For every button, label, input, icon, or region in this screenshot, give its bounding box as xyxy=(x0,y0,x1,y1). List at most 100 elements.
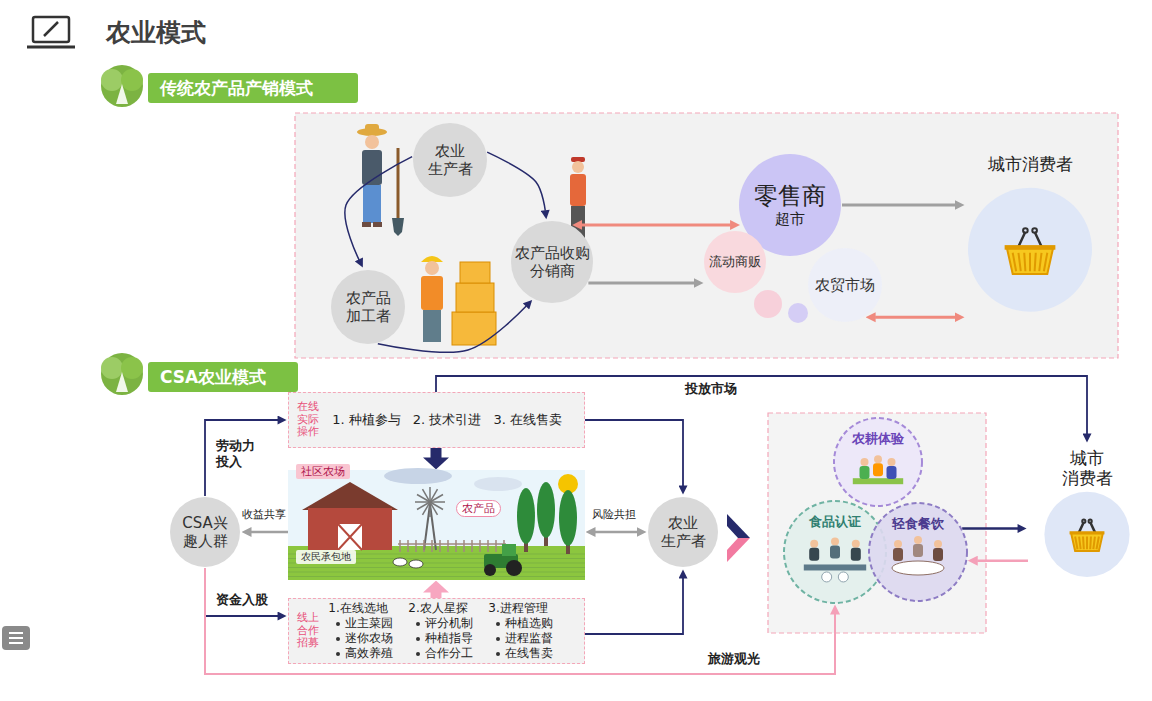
person-head xyxy=(874,455,882,463)
circle-shape xyxy=(834,418,922,506)
text-holder: 农产品收购 分销商 xyxy=(510,220,594,304)
text-holder: 轻食餐饮 xyxy=(868,502,968,602)
list-row: 在线售卖 xyxy=(488,646,560,661)
text-holder: 流动商贩 xyxy=(703,230,767,294)
basket-slat xyxy=(1075,537,1077,550)
cloud xyxy=(384,468,452,484)
laptop-icon xyxy=(44,22,58,36)
basket-slat xyxy=(1029,253,1031,271)
circle-shape xyxy=(1044,492,1129,577)
menu-icon xyxy=(2,626,30,650)
connector xyxy=(345,157,412,260)
windmill-blade xyxy=(430,502,438,515)
barn-roof xyxy=(302,482,398,510)
cabbage-icon xyxy=(101,353,143,395)
node-text: CSA农业模式 xyxy=(160,367,266,387)
edge-label: 风险共担 xyxy=(590,508,638,521)
worker-figure xyxy=(421,276,443,310)
table xyxy=(892,561,944,575)
fence-post xyxy=(479,540,481,552)
role-circle: 农产品 加工者 xyxy=(330,269,406,345)
cabbage-icon xyxy=(101,65,143,107)
cabbage-icon xyxy=(101,357,123,379)
farmer-figure xyxy=(397,148,400,218)
tractor-wheel xyxy=(506,560,522,576)
role-circle: 农产品收购 分销商 xyxy=(510,220,594,304)
recruit-box: 线上 合作 招募1.在线选地业主菜园迷你农场高效养殖2.农人星探评分机制种植指导… xyxy=(288,598,585,664)
farmer-figure xyxy=(392,218,404,236)
farm-illustration: 社区农场农产品农民承包地 xyxy=(288,470,585,580)
barn xyxy=(308,508,392,550)
bullet-dot xyxy=(496,637,500,641)
boxes xyxy=(452,262,496,345)
item-text: 2. 技术引进 xyxy=(413,412,482,428)
person-body xyxy=(860,466,870,479)
connector xyxy=(205,568,835,674)
laptop-icon xyxy=(27,46,75,49)
deco-dot xyxy=(788,303,808,323)
bullet-dot xyxy=(416,637,420,641)
edge-label: 旅游观光 xyxy=(706,651,762,667)
windmill-blade xyxy=(430,495,443,503)
column-heading: 3.进程管理 xyxy=(488,601,547,616)
list-row: 高效养殖 xyxy=(328,646,400,661)
fence-post xyxy=(487,540,489,552)
edge-label: 投放市场 xyxy=(683,381,739,397)
connector xyxy=(977,559,1028,562)
person-head xyxy=(894,540,902,548)
item-text: 种植选购 xyxy=(505,616,553,631)
column: 2.农人星探评分机制种植指导合作分工 xyxy=(408,601,480,661)
circle-shape xyxy=(331,270,405,344)
tree xyxy=(537,482,555,538)
cabbage-icon xyxy=(121,357,143,379)
circle-shape xyxy=(648,497,718,567)
column: 3.进程管理种植选购进程监督在线售卖 xyxy=(488,601,560,661)
laptop-icon xyxy=(33,17,69,42)
menu-icon xyxy=(9,632,23,634)
consumer-node: 城市 消费者 xyxy=(1028,444,1146,580)
connector xyxy=(962,527,1018,530)
connector xyxy=(842,204,955,207)
person-body xyxy=(851,548,861,561)
list-row: 1.在线选地 xyxy=(328,601,400,616)
node-text: 农产品 加工者 xyxy=(344,289,392,325)
text-holder: CSA兴 趣人群 xyxy=(169,496,241,568)
list-row: 2.农人星探 xyxy=(408,601,480,616)
text-holder: 农产品 加工者 xyxy=(330,269,406,345)
node-text: 农贸市场 xyxy=(815,276,875,294)
node-text: 农产品收购 分销商 xyxy=(513,244,591,280)
item-text: 进程监督 xyxy=(505,631,553,646)
basket-slat xyxy=(1082,537,1085,550)
cabbage-icon xyxy=(101,353,143,395)
list-row: 评分机制 xyxy=(408,616,480,631)
item-text: 种植指导 xyxy=(425,631,473,646)
person-body xyxy=(913,544,923,557)
fence-post xyxy=(415,540,417,552)
basket-slat xyxy=(1039,253,1041,271)
list-row: 合作分工 xyxy=(408,646,480,661)
role-circle: 农业 生产者 xyxy=(412,122,488,198)
boxes xyxy=(452,312,496,345)
node-text: 轻食餐饮 xyxy=(892,516,944,532)
person-body xyxy=(887,466,897,479)
menu-icon xyxy=(9,642,23,644)
circle-picture xyxy=(804,538,866,582)
item-text: 高效养殖 xyxy=(345,646,393,661)
role-circle: 农业 生产者 xyxy=(647,496,719,568)
connector xyxy=(431,448,442,458)
basket-slat xyxy=(1079,537,1081,550)
chevron-arrow xyxy=(727,538,750,562)
role-circle: CSA兴 趣人群 xyxy=(169,496,241,568)
basket-slat xyxy=(1013,253,1016,271)
edge-label: 收益共享 xyxy=(240,508,288,521)
edge-label: 资金入股 xyxy=(214,592,270,608)
cow xyxy=(409,560,423,568)
circle-picture xyxy=(892,536,944,575)
text-holder: 农业 生产者 xyxy=(412,122,488,198)
table xyxy=(804,564,866,570)
connector xyxy=(205,420,278,496)
node-text: 城市消费者 xyxy=(970,154,1090,174)
cabbage-icon xyxy=(121,69,143,91)
node-text: 社区农场 xyxy=(296,464,350,479)
